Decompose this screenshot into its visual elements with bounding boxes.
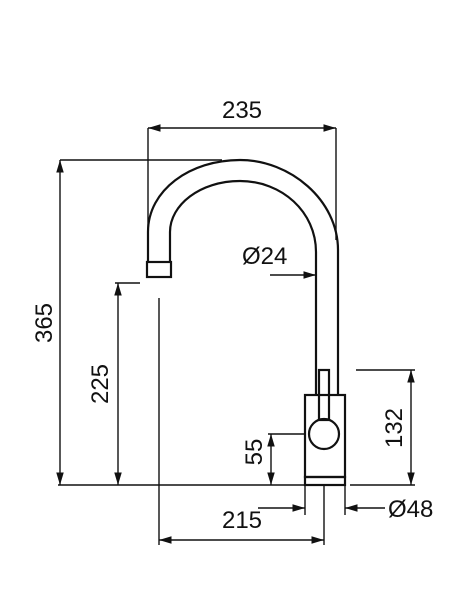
dim-365: 365 (31, 159, 222, 485)
spout-outer (146, 158, 340, 395)
dim-132: 132 (350, 369, 415, 486)
dim-225: 225 (87, 282, 140, 485)
dim-235-label: 235 (222, 97, 262, 124)
dim-235: 235 (147, 97, 337, 240)
faucet-outline (145, 158, 347, 487)
dim-215: 215 (159, 485, 325, 545)
dim-d24: Ø24 (242, 243, 316, 279)
dim-365-label: 365 (31, 303, 58, 343)
dim-132-label: 132 (381, 408, 408, 448)
dim-55-label: 55 (241, 439, 268, 466)
dim-d48: Ø48 (258, 485, 433, 523)
faucet-base (303, 475, 347, 487)
dim-d48-label: Ø48 (388, 496, 433, 523)
dim-225-label: 225 (87, 364, 114, 404)
lever-knob (307, 417, 341, 451)
spout-inner (168, 179, 318, 395)
dim-d24-label: Ø24 (242, 243, 287, 270)
spout-aerator (145, 260, 173, 279)
dim-215-label: 215 (222, 507, 262, 534)
dim-55: 55 (241, 433, 305, 485)
